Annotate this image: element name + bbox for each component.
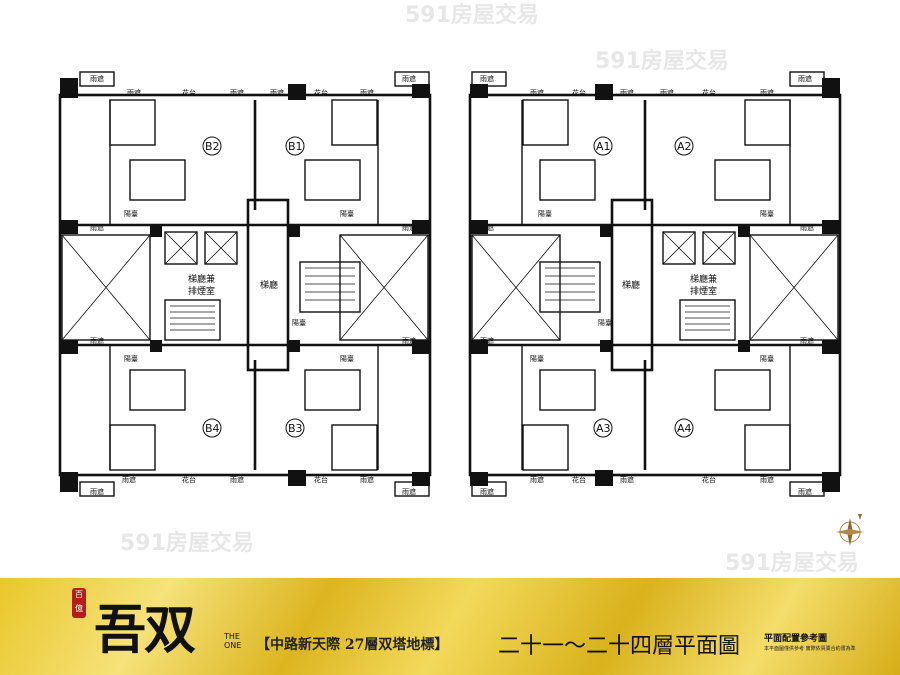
unit-label-b1: B1 [288,140,303,153]
canopy-label: 雨遮 [620,88,634,97]
floor-plan: 591房屋交易 591房屋交易 591房屋交易 591房屋交易 [58,2,864,576]
logo-seal: 百億 [72,588,86,618]
watermark: 591房屋交易 [405,2,539,28]
planter-label: 花台 [314,88,328,97]
planter-label: 花台 [572,475,586,484]
balcony-label: 陽臺 [292,318,306,327]
lobby-smoke-label: 排煙室 [690,285,717,297]
planter-label: 花台 [702,475,716,484]
balcony-label: 陽臺 [598,318,612,327]
watermark: 591房屋交易 [725,550,859,576]
balcony-label: 陽臺 [124,209,138,218]
canopy-label: 雨遮 [800,336,814,345]
canopy-label: 雨遮 [620,475,634,484]
canopy-label: 雨遮 [270,88,284,97]
watermark: 591房屋交易 [120,530,254,556]
balcony-label: 陽臺 [340,354,354,363]
lobby-smoke-label: 梯廳兼 [690,273,717,285]
canopy-label: 雨遮 [402,223,416,232]
reference-note: 本平面圖僅供參考 實際依買賣合約書為準 [764,646,856,652]
planter-label: 花台 [702,88,716,97]
compass-rose-icon [836,514,864,546]
balcony-label: 陽臺 [124,354,138,363]
balcony-label: 陽臺 [530,354,544,363]
unit-label-a2: A2 [677,140,692,153]
logo-en-line1: THE [224,632,240,641]
unit-label-b2: B2 [205,140,220,153]
canopy-label: 雨遮 [402,74,416,83]
floor-title: 二十一～二十四層平面圖 [498,634,741,659]
balcony-label: 陽臺 [760,209,774,218]
canopy-label: 雨遮 [800,223,814,232]
planter-label: 花台 [314,475,328,484]
canopy-label: 雨遮 [360,88,374,97]
canopy-label: 雨遮 [798,487,812,496]
canopy-label: 雨遮 [230,88,244,97]
planter-label: 花台 [182,88,196,97]
canopy-label: 雨遮 [230,475,244,484]
planter-label: 花台 [572,88,586,97]
lobby-label: 梯廳 [260,279,278,291]
canopy-label: 雨遮 [90,74,104,83]
brand-banner: 百億 吾双 THE ONE 【中路新天際 27層双塔地標】 二十一～二十四層平面… [0,578,900,675]
canopy-label: 雨遮 [90,336,104,345]
unit-label-a1: A1 [596,140,611,153]
canopy-label: 雨遮 [798,74,812,83]
canopy-label: 雨遮 [360,475,374,484]
logo-english: THE ONE [224,632,241,650]
lobby-smoke-label: 梯廳兼 [188,273,215,285]
unit-label-a4: A4 [677,422,692,435]
lobby-smoke-label: 排煙室 [188,285,215,297]
canopy-label: 雨遮 [402,336,416,345]
canopy-label: 雨遮 [90,487,104,496]
balcony-label: 陽臺 [538,209,552,218]
right-tower: A1 A2 A3 A4 雨遮 雨遮 花台 雨遮 雨遮 花台 雨遮 雨遮 陽臺 陽… [468,71,842,497]
canopy-label: 雨遮 [760,475,774,484]
watermark: 591房屋交易 [595,48,729,74]
canopy-label: 雨遮 [480,336,494,345]
tagline: 【中路新天際 27層双塔地標】 [256,637,449,653]
unit-label-b4: B4 [205,422,220,435]
lobby-label: 梯廳 [622,279,640,291]
unit-label-a3: A3 [596,422,611,435]
canopy-label: 雨遮 [122,475,136,484]
canopy-label: 雨遮 [530,88,544,97]
canopy-label: 雨遮 [402,487,416,496]
logo-en-line2: ONE [224,641,242,650]
reference-title: 平面配置參考圖 [764,634,828,644]
canopy-label: 雨遮 [480,223,494,232]
canopy-label: 雨遮 [760,88,774,97]
canopy-label: 雨遮 [90,223,104,232]
canopy-label: 雨遮 [660,88,674,97]
unit-label-b3: B3 [288,422,303,435]
canopy-label: 雨遮 [480,487,494,496]
balcony-label: 陽臺 [760,354,774,363]
canopy-label: 雨遮 [480,74,494,83]
planter-label: 花台 [182,475,196,484]
balcony-label: 陽臺 [340,209,354,218]
left-tower: B2 B1 B4 B3 雨遮 雨遮 花台 雨遮 雨遮 花台 雨遮 雨遮 陽臺 陽… [58,71,432,497]
canopy-label: 雨遮 [530,475,544,484]
canopy-label: 雨遮 [127,88,141,97]
logo: 吾双 [94,600,196,661]
